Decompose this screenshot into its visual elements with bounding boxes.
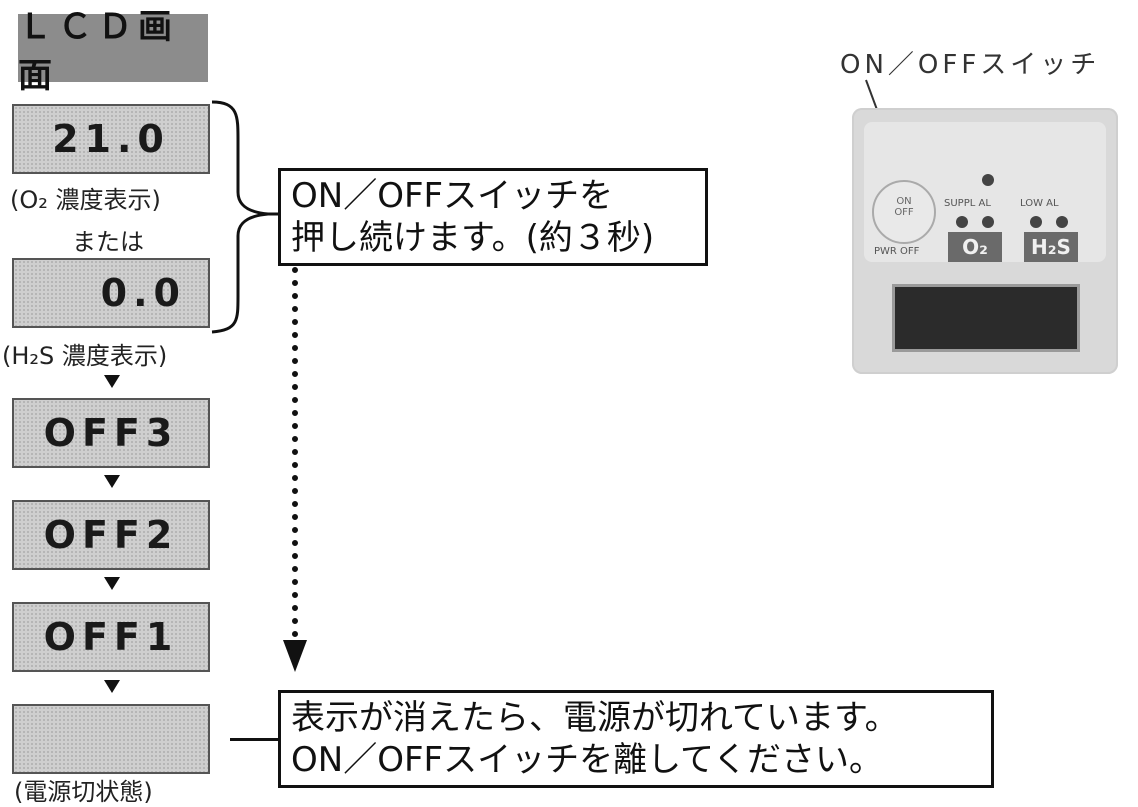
- down-arrow-icon: [104, 680, 120, 693]
- grouping-brace: [211, 100, 288, 334]
- status-led-icon: [982, 174, 994, 186]
- device-h2s-alarm-label: LOW AL: [1020, 198, 1059, 209]
- instruction-box-release: 表示が消えたら、電源が切れています。 ON／OFFスイッチを離してください。: [278, 690, 994, 788]
- h2s-badge: H₂S: [1024, 232, 1078, 262]
- switch-label: ON／OFFスイッチ: [840, 50, 1101, 80]
- o2-badge: O₂: [948, 232, 1002, 262]
- instruction-release-line2: ON／OFFスイッチを離してください。: [291, 740, 884, 780]
- on-off-switch-button[interactable]: ON OFF: [872, 180, 936, 244]
- lcd-screen-title: ＬＣＤ画面: [18, 7, 208, 96]
- down-arrow-icon: [104, 475, 120, 488]
- or-text: または: [72, 228, 144, 256]
- lcd-off3: OFF3: [12, 398, 210, 468]
- connector-line: [230, 738, 278, 741]
- device-power-off-label: PWR OFF: [874, 246, 920, 257]
- o2-caption: (O₂ 濃度表示): [10, 186, 161, 214]
- o2-led-icon: [956, 216, 968, 228]
- device-lcd-screen: [892, 284, 1080, 352]
- lcd-h2s-reading: 0.0: [12, 258, 210, 328]
- lcd-off1: OFF1: [12, 602, 210, 672]
- instruction-hold-line2: 押し続けます。(約３秒): [291, 218, 655, 258]
- switch-off-text: OFF: [894, 207, 914, 218]
- lcd-off2: OFF2: [12, 500, 210, 570]
- lcd-blank: [12, 704, 210, 774]
- instruction-box-hold: ON／OFFスイッチを 押し続けます。(約３秒): [278, 168, 708, 266]
- h2s-alarm-led-icon: [1056, 216, 1068, 228]
- power-off-caption: (電源切状態): [14, 778, 153, 806]
- lcd-o2-reading: 21.0: [12, 104, 210, 174]
- device-o2-alarm-label: SUPPL AL: [944, 198, 991, 209]
- instruction-hold-line1: ON／OFFスイッチを: [291, 176, 614, 216]
- switch-on-text: ON: [896, 196, 912, 207]
- h2s-caption: (H₂S 濃度表示): [2, 342, 168, 370]
- o2-alarm-led-icon: [982, 216, 994, 228]
- down-arrow-icon: [104, 577, 120, 590]
- gas-detector-device: ON OFF PWR OFF SUPPL AL LOW AL O₂ H₂S: [852, 108, 1118, 374]
- h2s-led-icon: [1030, 216, 1042, 228]
- instruction-release-line1: 表示が消えたら、電源が切れています。: [291, 698, 899, 738]
- down-arrow-icon: [104, 375, 120, 388]
- dotted-down-arrow-icon: [283, 267, 307, 672]
